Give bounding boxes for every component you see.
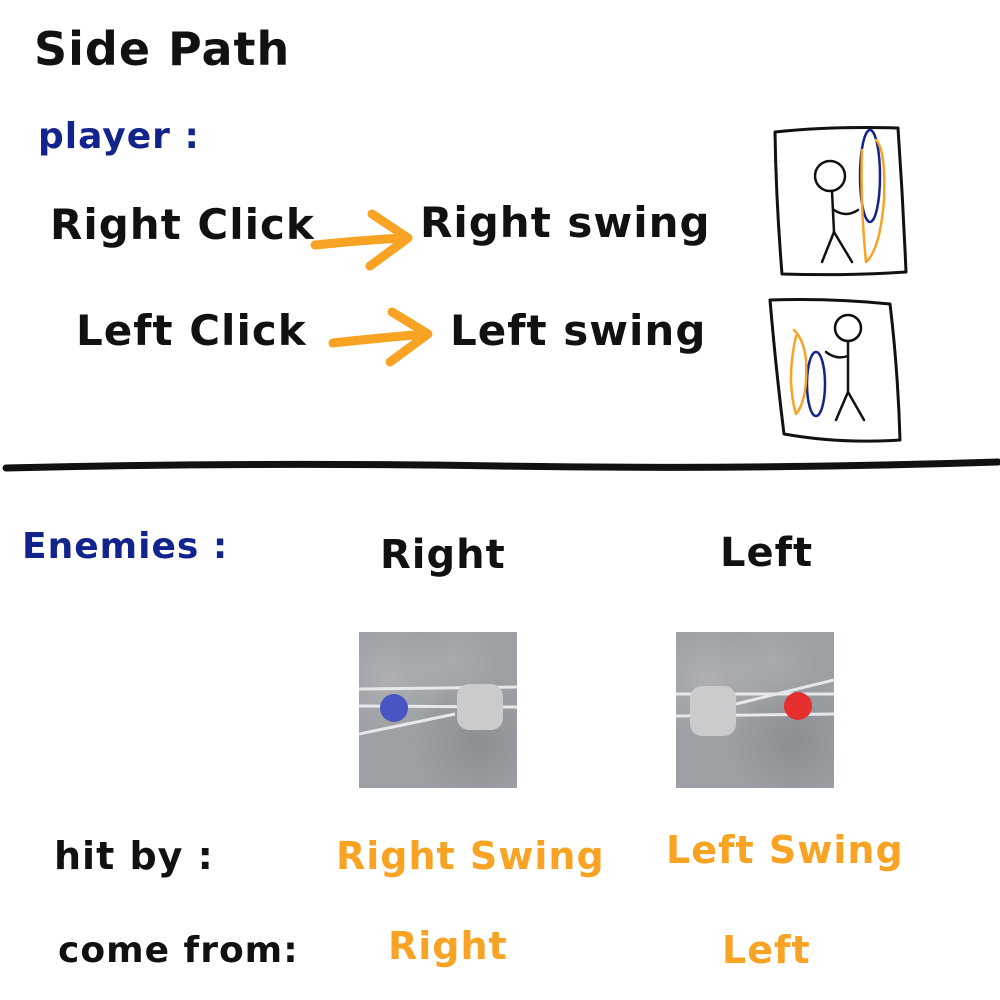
- row-label-hit-by: hit by :: [54, 834, 214, 878]
- column-header-left: Left: [720, 530, 814, 576]
- section-divider: [2, 458, 1000, 472]
- come-from-right-value: Right: [388, 924, 508, 968]
- hit-by-left-value: Left Swing: [666, 828, 904, 872]
- row-label-come-from: come from:: [58, 930, 299, 971]
- right-click-input-label: Right Click: [50, 200, 315, 249]
- enemy-right-tile-image: [359, 632, 517, 788]
- right-swing-stick-figure-icon: [773, 126, 908, 277]
- arrow-right-icon: [310, 209, 413, 271]
- column-header-right: Right: [380, 532, 506, 578]
- left-click-input-label: Left Click: [76, 306, 307, 355]
- enemies-section-label: Enemies :: [22, 526, 229, 567]
- page-title: Side Path: [34, 22, 291, 76]
- enemy-red-dot: [784, 692, 812, 720]
- enemy-blue-dot: [380, 694, 408, 722]
- right-swing-action-label: Right swing: [420, 198, 711, 247]
- come-from-left-value: Left: [722, 928, 811, 972]
- arrow-right-icon: [328, 307, 433, 367]
- left-swing-stick-figure-icon: [768, 298, 902, 443]
- left-swing-action-label: Left swing: [450, 306, 707, 355]
- player-section-label: player :: [38, 116, 200, 157]
- enemy-left-tile-image: [676, 632, 834, 788]
- hit-by-right-value: Right Swing: [336, 834, 605, 878]
